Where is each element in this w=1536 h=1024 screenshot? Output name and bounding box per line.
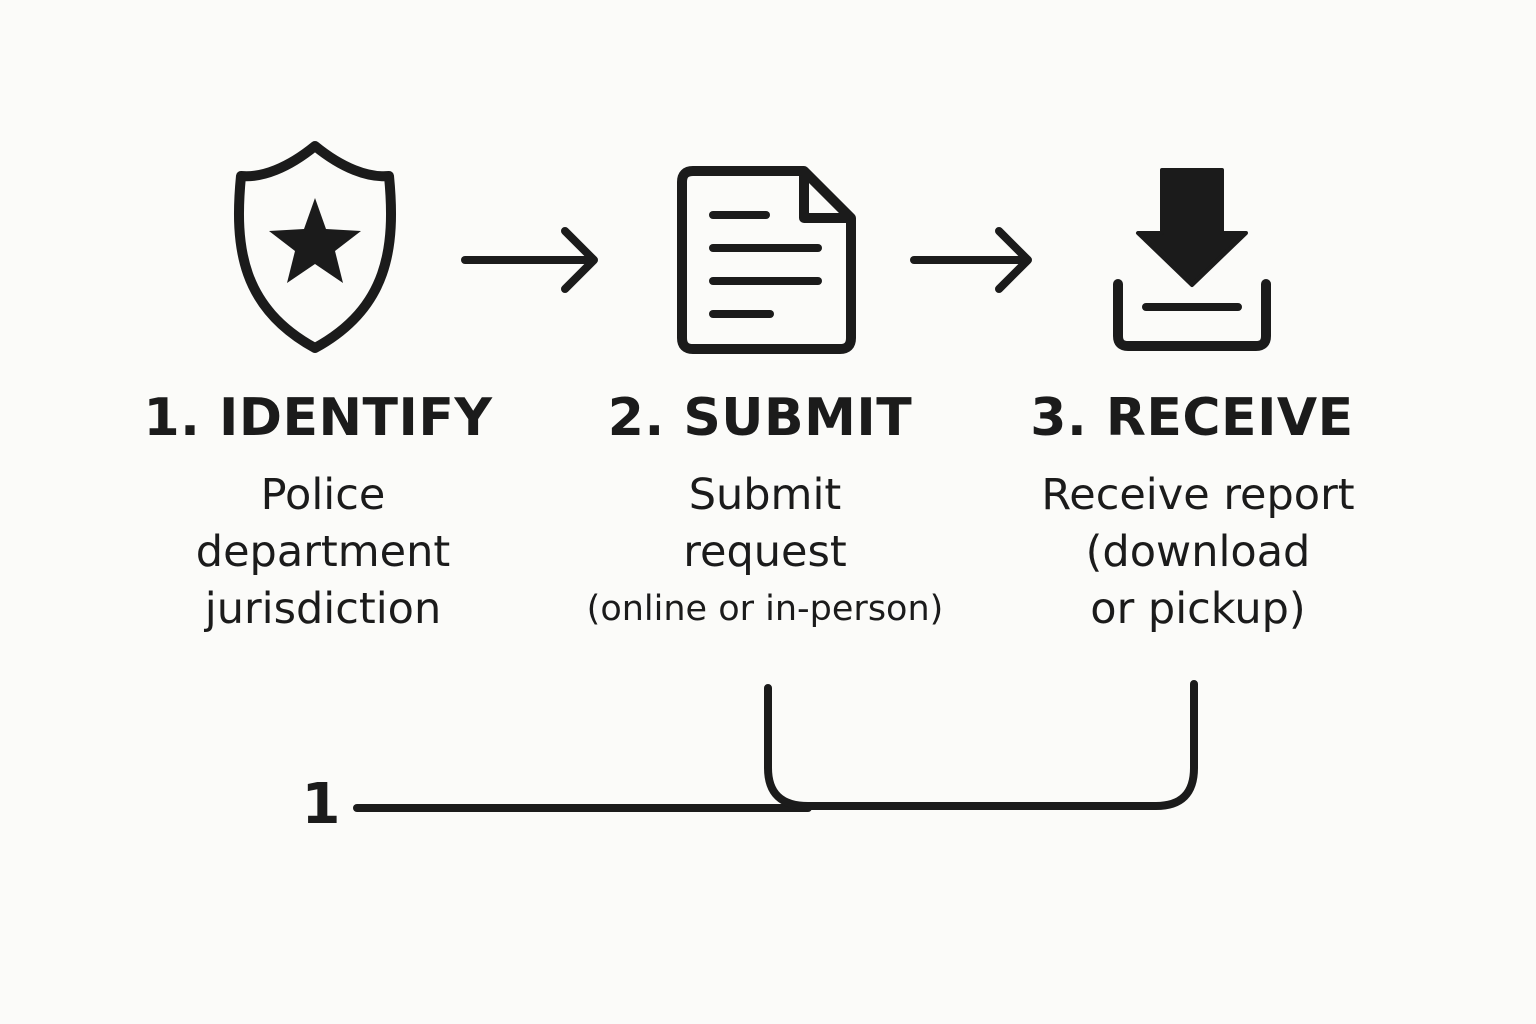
bracket-connector (353, 680, 1198, 812)
step-1-description-line: jurisdiction (204, 584, 442, 634)
step-2-description-line: Submit (688, 470, 842, 520)
step-3-title: 3. RECEIVE (1030, 388, 1354, 448)
step-3-description-line: Receive report (1041, 470, 1355, 520)
step-1-title: 1. IDENTIFY (143, 388, 493, 448)
document-icon (677, 166, 856, 354)
arrow-right-icon (910, 227, 1032, 293)
arrow-right-icon (461, 227, 598, 293)
step-3-description-line: (download (1085, 527, 1311, 577)
step-1-description-line: Police (260, 470, 386, 520)
step-3-description-line: or pickup) (1090, 584, 1306, 634)
step-1-description-line: department (195, 527, 451, 577)
connector-label: 1 (301, 772, 341, 837)
step-2-description-line: (online or in-person) (586, 589, 944, 629)
police-badge-icon (234, 141, 396, 353)
download-tray-icon (1113, 168, 1271, 351)
step-2-description: Submit request (online or in-person) (545, 467, 985, 638)
step-1-description: Police department jurisdiction (103, 467, 543, 638)
step-2-title: 2. SUBMIT (607, 388, 913, 448)
step-3-description: Receive report (download or pickup) (978, 467, 1418, 638)
step-2-description-line: request (683, 527, 847, 577)
